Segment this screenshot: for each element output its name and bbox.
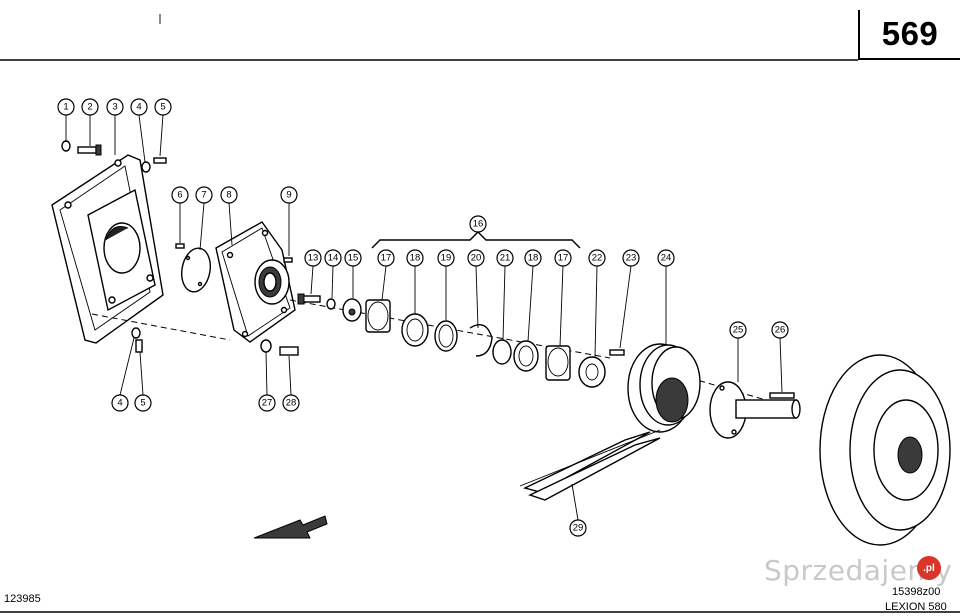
callout-20[interactable]: 20	[467, 249, 485, 267]
callout-5[interactable]: 5	[154, 98, 172, 116]
watermark-badge: .pl	[917, 556, 941, 580]
svg-text:5: 5	[140, 398, 145, 409]
callout-18a[interactable]: 18	[406, 249, 424, 267]
svg-text:2: 2	[87, 102, 92, 113]
callout-26[interactable]: 26	[771, 321, 789, 339]
callout-13[interactable]: 13	[304, 249, 322, 267]
callout-28[interactable]: 28	[282, 394, 300, 412]
callout-16[interactable]: 16	[469, 215, 487, 233]
svg-text:4: 4	[117, 398, 122, 409]
callout-21[interactable]: 21	[496, 249, 514, 267]
screws-bottom	[131, 327, 299, 356]
svg-text:22: 22	[592, 253, 603, 264]
svg-text:16: 16	[473, 219, 484, 230]
callout-7[interactable]: 7	[195, 186, 213, 204]
svg-text:21: 21	[500, 253, 511, 264]
svg-text:29: 29	[573, 523, 584, 534]
svg-text:19: 19	[441, 253, 452, 264]
callout-8[interactable]: 8	[220, 186, 238, 204]
svg-text:17: 17	[558, 253, 569, 264]
callout-17b[interactable]: 17	[554, 249, 572, 267]
svg-text:1: 1	[63, 102, 68, 113]
svg-text:28: 28	[286, 398, 297, 409]
callout-23[interactable]: 23	[622, 249, 640, 267]
svg-text:3: 3	[112, 102, 117, 113]
callout-17a[interactable]: 17	[377, 249, 395, 267]
callout-24[interactable]: 24	[657, 249, 675, 267]
svg-text:18: 18	[528, 253, 539, 264]
callout-4[interactable]: 4	[130, 98, 148, 116]
bearing-housing	[215, 221, 296, 343]
callout-27[interactable]: 27	[258, 394, 276, 412]
drum-wheel	[819, 354, 951, 546]
svg-text:23: 23	[626, 253, 637, 264]
callout-18b[interactable]: 18	[524, 249, 542, 267]
svg-text:6: 6	[177, 190, 182, 201]
leader-lines	[65, 114, 783, 521]
callout-2[interactable]: 2	[81, 98, 99, 116]
svg-text:13: 13	[308, 253, 319, 264]
callout-1[interactable]: 1	[57, 98, 75, 116]
callout-4b[interactable]: 4	[111, 394, 129, 412]
callout-6[interactable]: 6	[171, 186, 189, 204]
document-id: 123985	[4, 593, 41, 605]
bearing-stack	[297, 293, 625, 388]
page-number-box: 569	[858, 10, 960, 60]
svg-text:5: 5	[160, 102, 165, 113]
direction-arrow	[253, 515, 328, 539]
group-bracket	[371, 231, 581, 249]
svg-text:27: 27	[262, 398, 273, 409]
callout-14[interactable]: 14	[324, 249, 342, 267]
svg-text:8: 8	[226, 190, 231, 201]
svg-text:7: 7	[201, 190, 206, 201]
hub-shaft	[709, 381, 801, 439]
drawing-id: 15398z00	[892, 586, 941, 598]
svg-text:18: 18	[410, 253, 421, 264]
gasket	[180, 247, 212, 293]
svg-text:20: 20	[471, 253, 482, 264]
callout-25[interactable]: 25	[729, 321, 747, 339]
svg-text:4: 4	[136, 102, 141, 113]
belt	[519, 429, 661, 501]
svg-text:24: 24	[661, 253, 672, 264]
svg-text:26: 26	[775, 325, 786, 336]
svg-text:17: 17	[381, 253, 392, 264]
model-label: LEXION 580	[885, 601, 947, 613]
svg-text:25: 25	[733, 325, 744, 336]
svg-text:14: 14	[328, 253, 339, 264]
svg-text:15: 15	[348, 253, 359, 264]
page-number: 569	[881, 15, 939, 52]
callout-3[interactable]: 3	[106, 98, 124, 116]
pulley	[627, 343, 701, 433]
callout-29[interactable]: 29	[569, 519, 587, 537]
callouts: 1 2 3 4 5 6 7 8 9 13 14 15 16 17 18 19 2…	[57, 98, 789, 537]
callout-5b[interactable]: 5	[134, 394, 152, 412]
callout-15[interactable]: 15	[344, 249, 362, 267]
svg-text:9: 9	[286, 190, 291, 201]
callout-19[interactable]: 19	[437, 249, 455, 267]
callout-9[interactable]: 9	[280, 186, 298, 204]
mounting-plate	[51, 154, 164, 344]
callout-22[interactable]: 22	[588, 249, 606, 267]
